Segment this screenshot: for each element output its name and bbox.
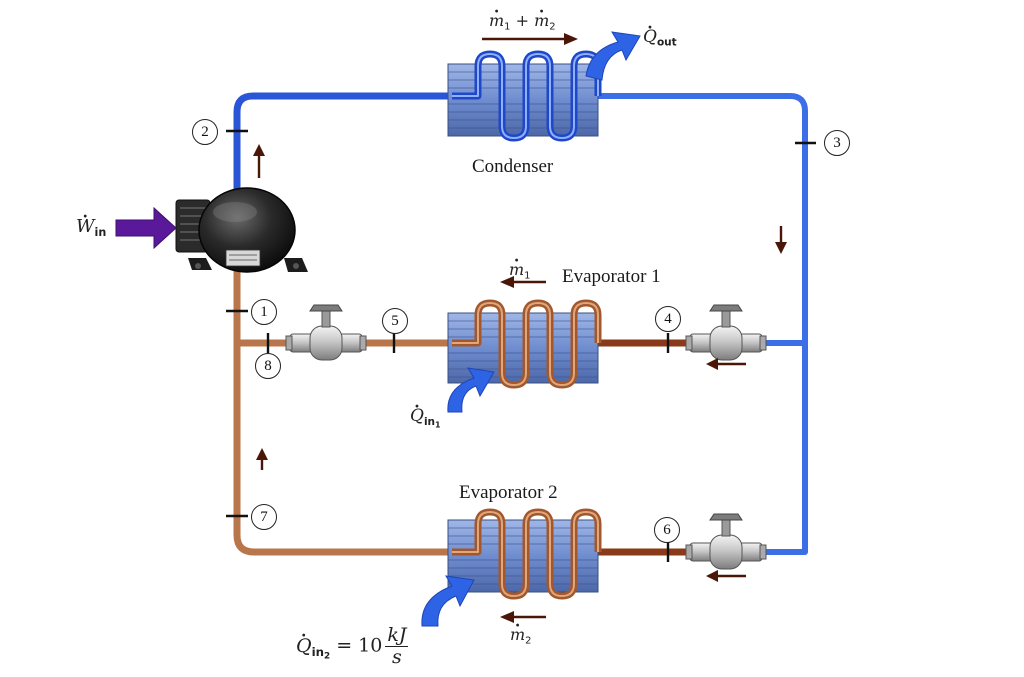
q-in1-sub-text: in [423, 415, 436, 428]
heat-out-arrow [585, 31, 641, 81]
flow-arrow-evap2 [500, 611, 546, 623]
q-in2-symbol: Q [296, 636, 312, 656]
m1-subscript: 1 [504, 21, 511, 33]
flow-arrow-up-7 [256, 448, 268, 470]
state-2-label: 2 [192, 119, 218, 145]
q-out-symbol: Q [643, 29, 657, 46]
q-in2-equals-value: = 10 [330, 634, 383, 657]
w-in-label: Win [76, 218, 106, 238]
flow-arrow-left-4 [706, 358, 746, 370]
flow-arrow-evap1 [500, 276, 546, 288]
evap1-m-symbol: m [509, 262, 524, 278]
q-in-1-label: Qin1 [410, 408, 441, 429]
q-in1-subscript: in1 [424, 416, 441, 428]
w-in-subscript: in [94, 225, 107, 239]
state-1-label: 1 [251, 299, 277, 325]
valve-1 [285, 304, 367, 361]
condenser-mass-flow-label: m1 + m2 [489, 13, 556, 32]
q-in1-subsub-text: 1 [435, 420, 441, 430]
plus-operator: + [510, 11, 535, 30]
state-4-label: 4 [655, 306, 681, 332]
evap2-m-symbol: m [510, 627, 525, 643]
state-7-label: 7 [251, 504, 277, 530]
valve-2 [685, 304, 767, 361]
condenser-label: Condenser [472, 156, 554, 177]
work-in-arrow [115, 206, 177, 250]
evaporator-1-mass-flow-label: m1 [509, 262, 530, 281]
q-in2-subsub-text: 2 [324, 651, 331, 662]
flow-arrow-up-2 [253, 144, 265, 178]
low-pressure-piping [233, 266, 692, 556]
heat-in-2-arrow [421, 575, 475, 627]
flow-arrows [253, 33, 787, 623]
state-6-label: 6 [654, 517, 680, 543]
m1-symbol: m [489, 13, 504, 29]
state-5-label: 5 [382, 308, 408, 334]
q-in1-symbol: Q [410, 408, 424, 425]
compressor [175, 187, 308, 273]
high-pressure-piping [233, 92, 808, 555]
m2-symbol: m [534, 13, 549, 29]
w-in-symbol: W [76, 218, 95, 236]
evaporator-1-label: Evaporator 1 [562, 266, 661, 287]
flow-arrow-left-6 [706, 570, 746, 582]
m2-subscript: 2 [549, 21, 556, 33]
evaporator-2-label: Evaporator 2 [459, 482, 558, 503]
state-8-label: 8 [255, 353, 281, 379]
flow-arrow-down-3 [775, 226, 787, 254]
evap2-m-subscript: 2 [525, 635, 532, 647]
q-out-label: Qout [643, 29, 677, 48]
heat-in-1-arrow [447, 367, 495, 413]
q-in2-sub-text: in [311, 644, 324, 659]
valve-3 [685, 513, 767, 570]
q-out-subscript: out [656, 36, 677, 49]
state-ticks [226, 129, 816, 562]
q-in2-subscript: in2 [311, 644, 331, 662]
q-in2-unit-denominator: s [392, 646, 402, 668]
state-3-label: 3 [824, 130, 850, 156]
condenser-unit [447, 50, 602, 142]
flow-arrow-condenser [482, 33, 578, 45]
evap1-m-subscript: 1 [524, 270, 531, 282]
q-in2-unit-numerator: kJ [385, 624, 409, 647]
evaporator-2-mass-flow-label: m2 [510, 627, 531, 646]
